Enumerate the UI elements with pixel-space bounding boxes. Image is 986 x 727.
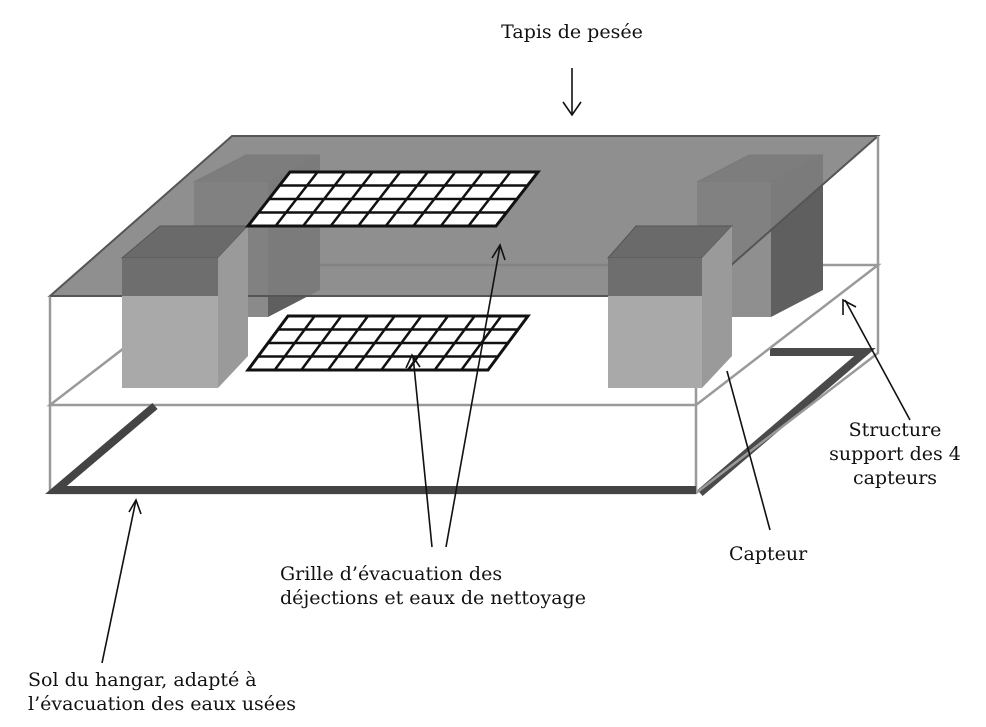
- label-capteur: Capteur: [729, 543, 808, 565]
- label-structure-line-2: support des 4: [829, 443, 961, 465]
- label-structure-support: Structure support des 4 capteurs: [820, 418, 970, 490]
- drainage-grate-bottom: [245, 314, 531, 372]
- sensor-front-right: [606, 225, 734, 388]
- label-structure-line-1: Structure: [848, 419, 942, 441]
- label-tapis-de-pesee: Tapis de pesée: [501, 21, 643, 43]
- arrow-tapis: [562, 68, 582, 117]
- floor-channel-front: [45, 402, 696, 494]
- arrow-structure: [842, 298, 911, 421]
- label-grille-line-1: Grille d’évacuation des: [280, 563, 503, 585]
- arrow-sol: [101, 498, 142, 664]
- label-structure-line-3: capteurs: [852, 467, 938, 489]
- drainage-grate-top: [244, 170, 542, 228]
- annotation-arrows: [101, 68, 911, 664]
- floor-channel-back: [697, 348, 876, 497]
- arrow-grille-bottom: [405, 353, 433, 548]
- arrow-grille-top: [445, 243, 506, 548]
- label-sol-line-2: l’évacuation des eaux usées: [28, 693, 297, 715]
- label-sol-hangar: Sol du hangar, adapté à l’évacuation des…: [28, 668, 296, 716]
- label-grille-evacuation: Grille d’évacuation des déjections et ea…: [280, 562, 586, 610]
- label-grille-line-2: déjections et eaux de nettoyage: [280, 587, 586, 609]
- label-sol-line-1: Sol du hangar, adapté à: [28, 669, 257, 691]
- arrow-capteur: [726, 370, 771, 531]
- sensor-front-left: [120, 225, 250, 388]
